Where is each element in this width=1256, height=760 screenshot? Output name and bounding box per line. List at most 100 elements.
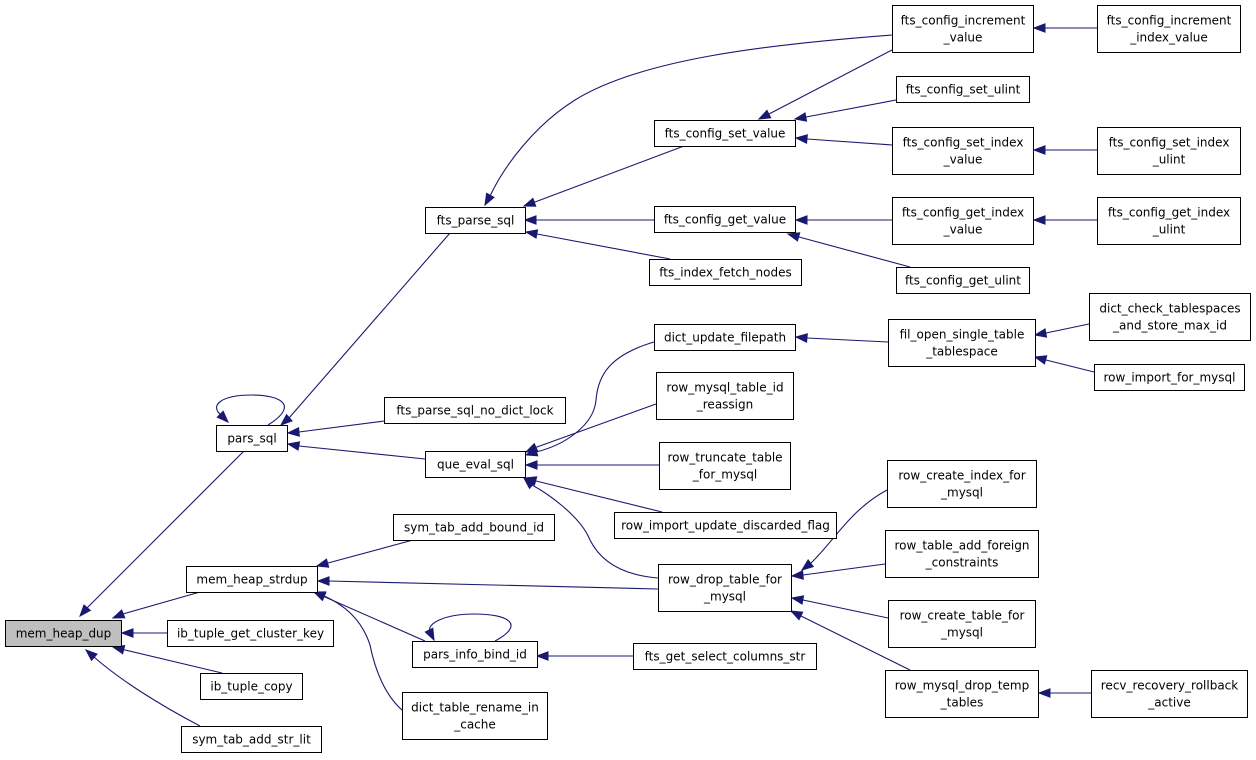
edge-line xyxy=(428,613,512,642)
node-box[interactable] xyxy=(892,197,1034,245)
node-box[interactable] xyxy=(633,643,817,670)
node-mem_heap_dup[interactable]: mem_heap_dup xyxy=(5,620,122,647)
node-fts_parse_sql_no_dict_lock[interactable]: fts_parse_sql_no_dict_lock xyxy=(384,397,566,424)
arrowhead xyxy=(1037,688,1051,698)
edge-sym_tab_add_str_lit-to-mem_heap_dup xyxy=(84,649,201,727)
node-box[interactable] xyxy=(896,267,1030,294)
node-label: _mysql xyxy=(703,590,746,604)
node-row_mysql_table_id_reassign[interactable]: row_mysql_table_id_reassign xyxy=(656,372,794,420)
node-mem_heap_strdup[interactable]: mem_heap_strdup xyxy=(186,566,318,593)
node-fts_config_get_value[interactable]: fts_config_get_value xyxy=(654,206,796,233)
node-fts_parse_sql[interactable]: fts_parse_sql xyxy=(425,207,526,234)
node-box[interactable] xyxy=(896,76,1030,103)
arrowhead xyxy=(523,215,537,225)
node-box[interactable] xyxy=(181,726,322,753)
node-row_truncate_table_for_mysql[interactable]: row_truncate_table_for_mysql xyxy=(659,442,791,490)
node-row_import_update_discarded_flag[interactable]: row_import_update_discarded_flag xyxy=(614,512,837,539)
node-recv_recovery_rollback_active[interactable]: recv_recovery_rollback_active xyxy=(1091,670,1248,718)
node-box[interactable] xyxy=(887,460,1037,508)
node-label: row_mysql_table_id xyxy=(666,381,783,395)
node-fts_config_get_index_ulint[interactable]: fts_config_get_index_ulint xyxy=(1097,197,1241,245)
node-row_import_for_mysql[interactable]: row_import_for_mysql xyxy=(1094,364,1245,391)
node-box[interactable] xyxy=(1089,293,1251,341)
node-label: _value xyxy=(943,31,983,45)
node-fts_get_select_columns_str[interactable]: fts_get_select_columns_str xyxy=(633,643,817,670)
node-box[interactable] xyxy=(654,324,796,351)
node-box[interactable] xyxy=(656,372,794,420)
edge-fts_config_set_ulint-to-fts_config_set_value xyxy=(793,99,897,122)
node-box[interactable] xyxy=(412,641,538,668)
node-box[interactable] xyxy=(1097,127,1241,175)
node-row_mysql_drop_temp_tables[interactable]: row_mysql_drop_temp_tables xyxy=(885,670,1039,718)
node-row_create_index_for_mysql[interactable]: row_create_index_for_mysql xyxy=(887,460,1037,508)
node-fil_open_single_table_tablespace[interactable]: fil_open_single_table_tablespace xyxy=(888,319,1036,367)
node-box[interactable] xyxy=(1091,670,1248,718)
arrowhead xyxy=(793,112,808,122)
node-box[interactable] xyxy=(1097,197,1241,245)
arrowhead xyxy=(800,559,815,571)
node-pars_info_bind_id[interactable]: pars_info_bind_id xyxy=(412,641,538,668)
node-que_eval_sql[interactable]: que_eval_sql xyxy=(425,451,526,478)
node-fts_config_increment_value[interactable]: fts_config_increment_value xyxy=(892,5,1034,53)
node-box[interactable] xyxy=(888,319,1036,367)
node-fts_config_set_value[interactable]: fts_config_set_value xyxy=(654,120,796,147)
node-label: row_create_table_for xyxy=(900,609,1025,623)
node-ib_tuple_copy[interactable]: ib_tuple_copy xyxy=(200,673,303,700)
arrowhead xyxy=(524,460,538,470)
node-fts_config_get_index_value[interactable]: fts_config_get_index_value xyxy=(892,197,1034,245)
node-fts_config_set_ulint[interactable]: fts_config_set_ulint xyxy=(896,76,1030,103)
node-box[interactable] xyxy=(885,530,1039,578)
node-fts_config_set_index_value[interactable]: fts_config_set_index_value xyxy=(892,127,1034,175)
node-sym_tab_add_bound_id[interactable]: sym_tab_add_bound_id xyxy=(393,514,555,541)
node-box[interactable] xyxy=(654,206,796,233)
node-label: fts_index_fetch_nodes xyxy=(659,266,792,280)
node-pars_sql[interactable]: pars_sql xyxy=(216,425,288,452)
node-fts_index_fetch_nodes[interactable]: fts_index_fetch_nodes xyxy=(649,259,802,286)
arrowhead xyxy=(484,192,495,207)
node-ib_tuple_get_cluster_key[interactable]: ib_tuple_get_cluster_key xyxy=(167,620,334,647)
node-box[interactable] xyxy=(649,259,802,286)
node-box[interactable] xyxy=(659,442,791,490)
node-box[interactable] xyxy=(216,425,288,452)
node-box[interactable] xyxy=(654,120,796,147)
node-box[interactable] xyxy=(658,564,792,612)
edge-line xyxy=(534,145,685,203)
node-box[interactable] xyxy=(425,207,526,234)
node-box[interactable] xyxy=(167,620,334,647)
node-row_drop_table_for_mysql[interactable]: row_drop_table_for_mysql xyxy=(658,564,792,612)
node-fts_config_get_ulint[interactable]: fts_config_get_ulint xyxy=(896,267,1030,294)
node-label: _mysql xyxy=(940,626,983,640)
node-fts_config_set_index_ulint[interactable]: fts_config_set_index_ulint xyxy=(1097,127,1241,175)
edge-fts_config_get_ulint-to-fts_config_get_value xyxy=(786,232,911,268)
node-box[interactable] xyxy=(892,5,1034,53)
node-dict_update_filepath[interactable]: dict_update_filepath xyxy=(654,324,796,351)
edge-line xyxy=(802,563,886,576)
edge-line xyxy=(85,450,245,610)
node-box[interactable] xyxy=(892,127,1034,175)
node-dict_check_tablespaces_and_store_max_id[interactable]: dict_check_tablespaces_and_store_max_id xyxy=(1089,293,1251,341)
node-box[interactable] xyxy=(614,512,837,539)
edge-row_drop_table_for_mysql-to-mem_heap_strdup xyxy=(316,576,659,590)
node-dict_table_rename_in_cache[interactable]: dict_table_rename_in_cache xyxy=(402,692,548,740)
node-box[interactable] xyxy=(1097,5,1241,53)
node-box[interactable] xyxy=(1094,364,1245,391)
arrowhead xyxy=(120,628,134,638)
node-fts_config_increment_index_value[interactable]: fts_config_increment_index_value xyxy=(1097,5,1241,53)
node-label: fts_parse_sql_no_dict_lock xyxy=(396,404,553,418)
node-box[interactable] xyxy=(393,514,555,541)
node-box[interactable] xyxy=(5,620,122,647)
arrowhead xyxy=(424,627,435,642)
node-box[interactable] xyxy=(888,600,1036,648)
node-box[interactable] xyxy=(425,451,526,478)
node-box[interactable] xyxy=(885,670,1039,718)
node-label: _mysql xyxy=(940,486,983,500)
node-box[interactable] xyxy=(402,692,548,740)
node-box[interactable] xyxy=(186,566,318,593)
edge-line xyxy=(93,656,201,727)
node-box[interactable] xyxy=(200,673,303,700)
edge-row_table_add_foreign_constraints-to-row_drop_table_for_mysql xyxy=(790,563,886,580)
node-row_create_table_for_mysql[interactable]: row_create_table_for _mysql xyxy=(888,600,1036,648)
node-box[interactable] xyxy=(384,397,566,424)
node-row_table_add_foreign_constraints[interactable]: row_table_add_foreign_constraints xyxy=(885,530,1039,578)
node-sym_tab_add_str_lit[interactable]: sym_tab_add_str_lit xyxy=(181,726,322,753)
